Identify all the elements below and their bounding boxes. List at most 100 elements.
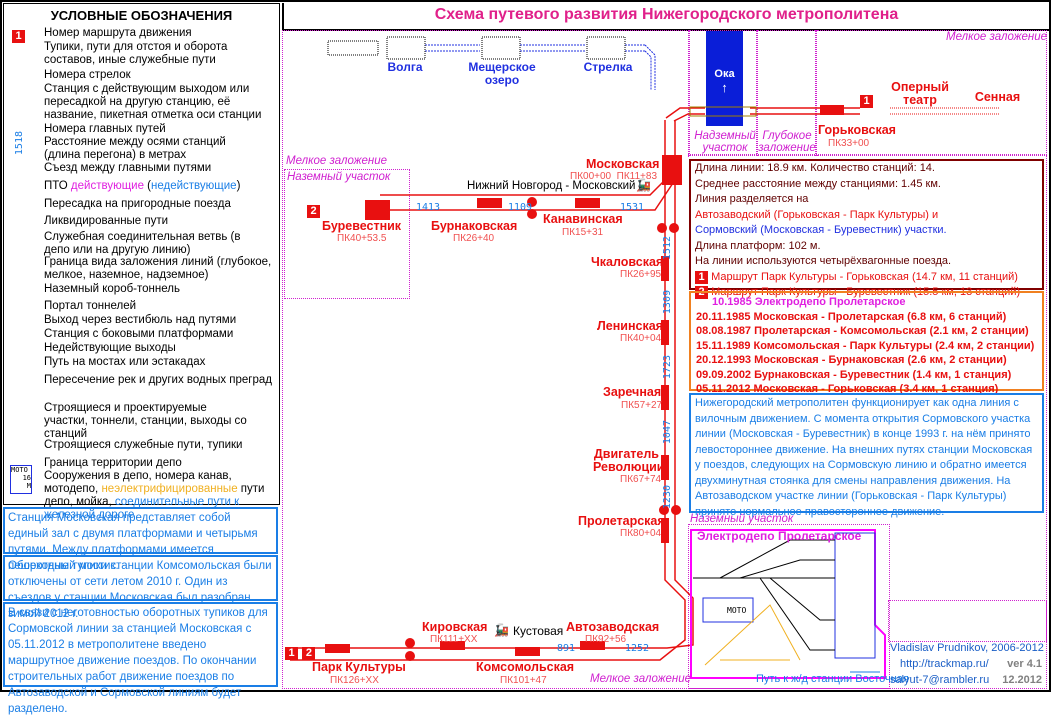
river-label: Ока <box>714 68 735 80</box>
legend-item: Строящиеся служебные пути, тупики <box>44 439 243 451</box>
map-area <box>282 30 1047 689</box>
credits-email[interactable]: salyut-7@rambler.ru <box>890 674 990 686</box>
credits-url[interactable]: http://trackmap.ru/ <box>900 658 989 670</box>
pk-zarechnaya: ПК57+27 <box>621 400 663 411</box>
pk-dvigatel: ПК67+74 <box>620 474 662 485</box>
zone-label-shallow: Мелкое заложение <box>946 31 1048 43</box>
legend-item: Служебная соединительная ветвь (в депо и… <box>44 231 241 256</box>
station-moskovskaya[interactable]: Московская <box>586 157 660 171</box>
depot-unelectrified-tracks <box>704 604 801 666</box>
station-leninskaya[interactable]: Ленинская <box>597 319 663 333</box>
station-kirovskaya[interactable]: Кировская <box>422 620 488 634</box>
info-panel: Длина линии: 18.9 км. Количество станций… <box>689 159 1044 299</box>
info-line: Длина линии: 18.9 км. Количество станций… <box>695 162 935 174</box>
zone-label-shallow: Мелкое заложение <box>286 155 388 167</box>
distance-label: 1047 <box>662 420 673 445</box>
track-number-markers <box>405 197 681 661</box>
legend-item: Путь на мостах или эстакадах <box>44 356 206 368</box>
legend-item: Строящиеся и проектируемые участки, тонн… <box>44 402 247 440</box>
depot-boundary <box>690 529 886 679</box>
river-arrow-icon: ↑ <box>721 80 728 95</box>
history-item: 15.11.1989 Комсомольская - Парк Культуры… <box>696 339 1035 352</box>
pk-kirovskaya: ПК111+XX <box>430 634 478 645</box>
track-diagram <box>290 36 1000 679</box>
station-kanavinskaya[interactable]: Канавинская <box>543 212 623 226</box>
zone-label-above-ground: Надземный участок <box>694 130 756 154</box>
river-oka <box>706 31 743 126</box>
legend-item-depot: Сооружения в депо, номера канав, мотодеп… <box>44 470 265 521</box>
legend-item: Наземный короб-тоннель <box>44 283 180 295</box>
info-line-sormovsky: Сормовский (Московская - Буревестник) уч… <box>695 224 947 236</box>
pk-komsomolskaya: ПК101+47 <box>500 675 547 686</box>
station-gorkovskaya[interactable]: Горьковская <box>818 123 896 137</box>
legend-item: Недействующие выходы <box>44 342 176 354</box>
planned-line <box>425 44 656 90</box>
distance-label: 891 <box>557 643 576 654</box>
station-komsomolskaya[interactable]: Комсомольская <box>476 660 575 674</box>
legend-item: Расстояние между осями станций (длина пе… <box>44 136 226 161</box>
legend-item: Выход через вестибюль над путями <box>44 314 237 326</box>
credits-date: 12.2012 <box>1002 674 1042 686</box>
about-panel: Нижегородский метрополитен функционирует… <box>689 393 1044 518</box>
depot-tracks <box>693 539 835 651</box>
pk-chkalovskaya: ПК26+95 <box>620 269 662 280</box>
pk-proletarskaya: ПК80+04 <box>620 528 662 539</box>
station-park-kultury[interactable]: Парк Культуры <box>312 660 406 674</box>
history-item: 20.11.1985 Московская - Пролетарская (6.… <box>696 310 1007 323</box>
train-icon: 🚂 <box>494 623 509 637</box>
planned-station-volga: Волга <box>387 60 423 74</box>
rail-transfer-kustovaya: Кустовая <box>513 624 564 638</box>
moto-label: МОТО <box>727 606 747 615</box>
station-dvigatel-revolyutsii[interactable]: Двигатель Революции <box>593 447 665 474</box>
legend-item: Номер маршрута движения <box>44 27 192 39</box>
station-zarechnaya[interactable]: Заречная <box>603 385 662 399</box>
train-icon: 🚂 <box>636 178 651 192</box>
info-line: Среднее расстояние между станциями: 1.45… <box>695 177 941 190</box>
map-frame <box>0 0 1051 692</box>
history-item: 20.12.1993 Московская - Бурнаковская (2.… <box>696 354 1007 366</box>
legend-panel: УСЛОВНЫЕ ОБОЗНАЧЕНИЯ Номер маршрута движ… <box>3 3 280 521</box>
planned-east-line <box>890 107 1000 115</box>
legend-item-pto: ПТО действующие (недействующие) <box>44 180 241 192</box>
pk-gorkovskaya: ПК33+00 <box>828 138 870 149</box>
station-proletarskaya[interactable]: Пролетарская <box>578 514 665 528</box>
distance-label: 1413 <box>416 202 441 213</box>
zone-border <box>688 154 1047 156</box>
pk-leninskaya: ПК40+04 <box>620 333 662 344</box>
legend-item: Номера стрелок <box>44 69 131 81</box>
legend-item: Съезд между главными путями <box>44 162 212 174</box>
route-badges-park: 1 2 <box>285 643 316 661</box>
zone-label-shallow: Мелкое заложение <box>590 673 692 685</box>
legend-item: Граница вида заложения линий (глубокое, … <box>44 256 272 281</box>
pk-moskovskaya: ПК00+00 ПК11+83 <box>570 171 658 182</box>
history-depot: 10.1985 Электродепо Пролетарское <box>712 296 906 308</box>
info-line: Длина платформ: 102 м. <box>695 239 821 252</box>
station-burnakovskaya[interactable]: Бурнаковская <box>431 219 518 233</box>
legend-item: Пересечение рек и других водных преград <box>44 374 273 386</box>
credits-version: ver 4.1 <box>1007 658 1042 670</box>
zone-label-ground: Наземный участок <box>287 171 391 183</box>
planned-station-operny: Оперный театр <box>891 80 949 107</box>
station-chkalovskaya[interactable]: Чкаловская <box>591 255 664 269</box>
station-burevestnik[interactable]: Буревестник <box>322 219 402 233</box>
route-badge-2: 2 <box>307 201 320 219</box>
legend-item: Станция с боковыми платформами <box>44 328 234 340</box>
history-item: 08.08.1987 Пролетарская - Комсомольская … <box>696 325 1029 337</box>
credits: Vladislav Prudnikov, 2006-2012 http://tr… <box>890 640 1046 688</box>
distance-label: 1309 <box>662 290 673 315</box>
history-item: 09.09.2002 Бурнаковская - Буревестник (1… <box>696 368 1012 381</box>
route-badge-sample: 1 <box>12 26 25 44</box>
distance-label: 1230 <box>662 485 673 510</box>
legend-title: УСЛОВНЫЕ ОБОЗНАЧЕНИЯ <box>50 8 233 23</box>
station-markers <box>325 105 844 656</box>
station-avtozavodskaya[interactable]: Автозаводская <box>566 620 660 634</box>
info-line: Линия разделяется на <box>695 193 809 205</box>
depot-building <box>834 532 876 659</box>
planned-station-sennaya: Сенная <box>974 90 1021 104</box>
credits-zone <box>888 600 1047 642</box>
pk-burnakovskaya: ПК26+40 <box>453 233 495 244</box>
pk-burevestnik: ПК40+53.5 <box>337 233 387 244</box>
rail-transfer-moskovsky: Нижний Новгород - Московский <box>467 180 636 192</box>
legend-item: Тупики, пути для отстоя и оборота состав… <box>44 41 228 66</box>
info-line: На линии используются четырёхвагонные по… <box>695 255 952 267</box>
